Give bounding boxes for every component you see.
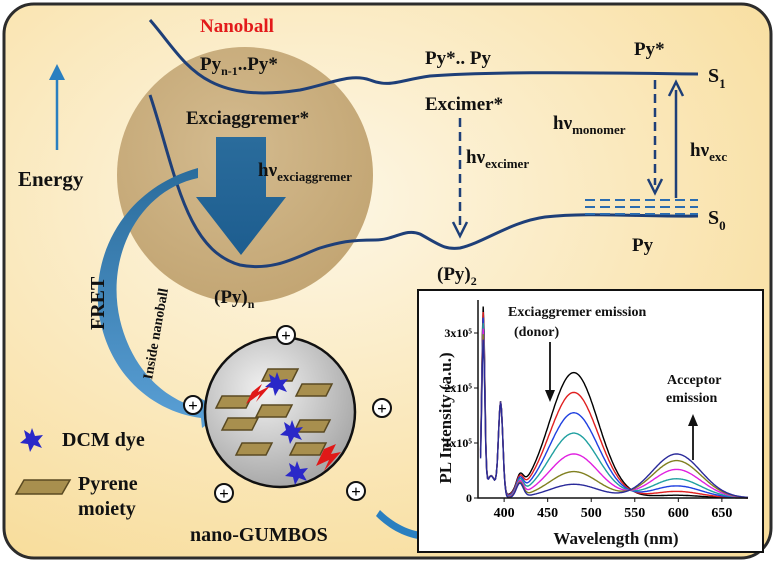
excitation-arrow (667, 79, 685, 198)
pyn-label: (Py)n (214, 287, 255, 311)
x-tick-label: 500 (581, 506, 602, 521)
dcm-dyes (265, 372, 308, 485)
py-n-minus-1-label: Pyn-1..Py* (200, 54, 278, 78)
nano-gumbos-label: nano-GUMBOS (190, 524, 328, 546)
s0-label: S0 (708, 207, 726, 233)
exciaggremer-emission-arrow (196, 137, 286, 255)
py2-label: (Py)2 (437, 264, 477, 288)
energy-transfer-bolts (246, 384, 341, 471)
hv-exciaggremer-label: hνexciaggremer (258, 160, 352, 184)
x-tick-label: 550 (624, 506, 645, 521)
py-star-label: Py* (634, 39, 665, 60)
chart-frame (417, 289, 764, 553)
svg-text:+: + (377, 399, 387, 418)
chart-annotation-donor: (donor) (514, 325, 559, 340)
pl-series-3 (479, 323, 748, 499)
y-tick-label: 3x10⁵ (444, 326, 472, 340)
py-star-pair-label: Py*.. Py (425, 48, 491, 69)
y-tick-label: 2x10⁵ (444, 381, 472, 395)
x-tick-label: 600 (668, 506, 689, 521)
chart-annotation-acceptor-1: Acceptor (667, 373, 721, 388)
chart-x-label: Wavelength (nm) (553, 529, 678, 548)
legend-pyrene-label-line1: Pyrene (78, 473, 138, 495)
excimer-emission-arrow (451, 118, 469, 239)
pl-series-4 (479, 328, 748, 499)
chart-axes: 400 450 500 550 600 650 0 1x10⁵ 2x10⁵ 3x10⁵ (444, 300, 748, 521)
ground-state-curve (148, 94, 699, 269)
exciaggremer-label: Exciaggremer* (186, 108, 309, 129)
excited-state-curve (148, 19, 699, 95)
chart-series (479, 306, 749, 499)
svg-text:+: + (219, 484, 229, 503)
energy-axis: Energy (18, 64, 84, 191)
py-ground-label: Py (632, 235, 654, 256)
pl-spectrum-chart: 400 450 500 550 600 650 0 1x10⁵ 2x10⁵ 3x10⁵ PL In… (417, 289, 764, 553)
chart-y-label: PL Intensity (a.u.) (436, 352, 455, 483)
acceptor-arrow (688, 414, 698, 460)
svg-text:+: + (281, 326, 291, 345)
pl-series-6 (479, 339, 749, 499)
donor-arrow (545, 342, 555, 402)
chart-annotation-exciaggremer: Exciaggremer emission (508, 305, 647, 320)
pl-series-5 (479, 334, 749, 499)
pl-series-1 (479, 311, 748, 499)
pl-series-2 (479, 317, 748, 499)
y-tick-label: 0 (466, 491, 472, 505)
pyrene-legend-icon (14, 479, 72, 495)
hv-exc-label: hνexc (690, 140, 727, 164)
x-tick-label: 450 (537, 506, 558, 521)
fret-label: FRET (87, 276, 109, 330)
legend-dye-label: DCM dye (62, 429, 145, 451)
monomer-emission-arrow (646, 80, 664, 196)
dcm-dye-legend-icon (20, 428, 43, 452)
svg-text:+: + (351, 482, 361, 501)
surface-charges: + + + + + (183, 325, 392, 503)
legend: DCM dye Pyrene moiety (14, 428, 145, 520)
vibrational-levels (585, 199, 698, 215)
nanoball-title: Nanoball (200, 16, 274, 37)
pl-series-0 (479, 306, 748, 499)
legend-pyrene-label-line2: moiety (78, 498, 136, 520)
svg-text:+: + (188, 396, 198, 415)
pyrene-moieties (214, 368, 334, 456)
excimer-label: Excimer* (425, 94, 503, 115)
x-tick-label: 650 (711, 506, 732, 521)
hv-excimer-label: hνexcimer (466, 147, 529, 171)
y-tick-label: 1x10⁵ (444, 436, 472, 450)
s1-label: S1 (708, 65, 726, 91)
hv-monomer-label: hνmonomer (553, 113, 626, 137)
fret-arrow (97, 168, 225, 428)
energy-label: Energy (18, 167, 84, 191)
x-tick-label: 400 (494, 506, 515, 521)
nano-gumbos-particle (203, 335, 357, 489)
chart-annotation-acceptor-2: emission (666, 391, 718, 406)
